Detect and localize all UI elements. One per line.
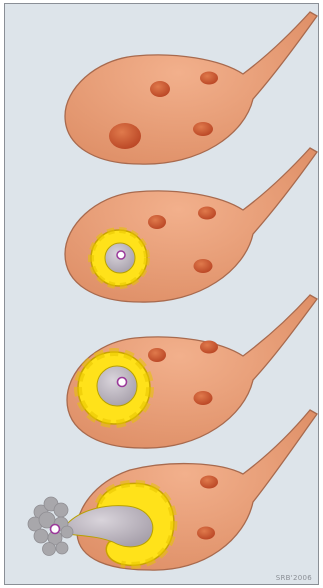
oocyte [117,251,125,259]
follicle [200,341,218,354]
follicle [148,348,166,362]
ovarian-cycle-figure: SRB'2006 [4,3,319,585]
ruptured-follicle [67,483,174,565]
antrum [97,366,137,406]
oocyte [118,378,127,387]
follicle [148,215,166,229]
follicle [194,259,213,273]
growing-follicle [91,230,147,286]
follicle [150,81,170,97]
large-follicle [109,123,141,149]
follicle [200,72,218,85]
primordial-follicle-stage [65,12,317,164]
follicle [198,207,216,220]
follicle [193,122,213,136]
early-follicle-stage [65,148,317,302]
follicle [197,527,215,540]
follicle [194,391,213,405]
released-oocyte [51,525,60,534]
ovary-diagram [5,4,319,585]
credit-text: SRB'2006 [276,574,312,582]
mature-follicle-stage [67,295,317,448]
follicle [200,476,218,489]
mature-follicle [78,352,150,424]
ovary-body [65,12,317,164]
